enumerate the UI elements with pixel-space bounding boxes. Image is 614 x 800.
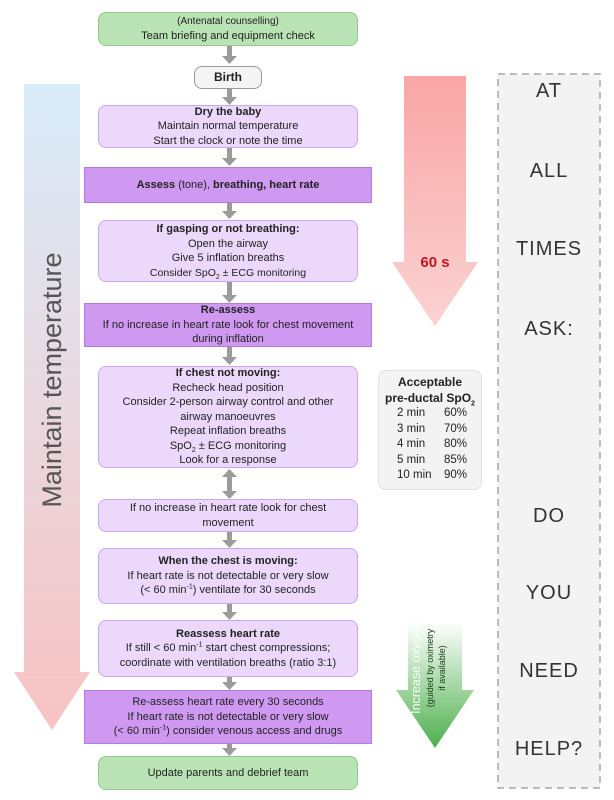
ask-word-help: HELP? xyxy=(514,738,584,760)
spo2-time: 3 min xyxy=(397,422,426,435)
reassess-heart-rate-line: coordinate with ventilation breaths (rat… xyxy=(119,656,337,669)
antenatal-counselling-text: (Antenatal counselling) xyxy=(177,15,279,27)
chest-not-moving-line: Consider 2-person airway control and oth… xyxy=(122,396,334,409)
spo2-title-line2: pre-ductal SpO2 xyxy=(385,391,475,408)
increase-oxygen-sub2: if available) xyxy=(437,645,447,691)
spo2-row: 3 min 70% xyxy=(379,422,481,438)
chest-moving-line: If heart rate is not detectable or very … xyxy=(127,569,329,582)
ask-word-at: AT xyxy=(535,80,563,102)
increase-oxygen-arrow xyxy=(396,622,474,748)
reassess-heart-rate-line: If still < 60 min-1 start chest compress… xyxy=(125,641,331,655)
spo2-time: 2 min xyxy=(397,407,426,419)
spo2-row: 5 min 85% xyxy=(379,453,481,469)
ask-word-you: YOU xyxy=(525,582,573,604)
spo2-time: 10 min xyxy=(397,469,432,481)
every-30-line: If heart rate is not detectable or very … xyxy=(127,710,329,723)
maintain-temperature-arrow xyxy=(14,84,90,730)
spo2-value: 60% xyxy=(443,407,467,419)
chest-response-line: Look for a response xyxy=(179,454,277,467)
dry-baby-line: Maintain normal temperature xyxy=(157,120,299,133)
every-30-line: (< 60 min-1) consider venous access and … xyxy=(113,724,343,738)
dry-baby-title: Dry the baby xyxy=(194,105,262,118)
ask-word-times: TIMES xyxy=(515,238,583,260)
chest-moving-title: When the chest is moving: xyxy=(158,555,298,568)
flow-connectors xyxy=(222,45,237,756)
spo2-value: 85% xyxy=(443,453,467,466)
reassess-box: Re-assess If no increase in heart rate l… xyxy=(84,303,372,347)
chest-not-moving-title: If chest not moving: xyxy=(175,367,281,380)
reassess-line: If no increase in heart rate look for ch… xyxy=(102,318,354,331)
chest-moving-line: (< 60 min-1) ventilate for 30 seconds xyxy=(140,583,316,597)
increase-oxygen-main: Increase oxygen xyxy=(409,622,423,714)
spo2-row: 4 min 80% xyxy=(379,437,481,453)
increase-oxygen-label: Increase oxygen (guided by oximetry if a… xyxy=(408,588,464,748)
ask-dashed-box xyxy=(497,73,601,789)
gasping-line: Open the airway xyxy=(187,237,269,250)
chest-not-moving-line: Recheck head position xyxy=(172,381,284,394)
increase-oxygen-sub1: (guided by oximetry xyxy=(425,628,435,708)
update-parents-box: Update parents and debrief team xyxy=(98,756,358,790)
spo2-time: 4 min xyxy=(397,438,426,450)
ask-word-do: DO xyxy=(533,505,565,527)
team-briefing-text: Team briefing and equipment check xyxy=(141,30,315,42)
dry-baby-line: Start the clock or note the time xyxy=(153,134,303,147)
gasping-line: Give 5 inflation breaths xyxy=(171,252,285,264)
sixty-seconds-arrow xyxy=(392,76,478,326)
every-30-line: Re-assess heart rate every 30 seconds xyxy=(132,696,324,709)
gasping-title: If gasping or not breathing: xyxy=(156,223,300,235)
spo2-row: 10 min 90% xyxy=(379,468,481,484)
spo2-row: 2 min 60% xyxy=(379,406,481,422)
spo2-title-line1: Acceptable xyxy=(397,375,463,389)
maintain-temperature-label: Maintain temperature xyxy=(37,252,67,508)
spo2-time: 5 min xyxy=(397,453,426,466)
spo2-value: 70% xyxy=(443,422,467,435)
assess-box: Assess (tone), breathing, heart rate xyxy=(84,167,372,203)
reassess-heart-rate-title: Reassess heart rate xyxy=(176,627,280,640)
update-parents-text: Update parents and debrief team xyxy=(147,766,309,779)
chest-moving-box: When the chest is moving: If heart rate … xyxy=(98,548,358,604)
reassess-title: Re-assess xyxy=(200,304,256,317)
sixty-seconds-label: 60 s xyxy=(420,254,450,271)
ask-word-all: ALL xyxy=(529,160,569,182)
assess-text: Assess (tone), breathing, heart rate xyxy=(136,178,320,191)
no-increase-line: movement xyxy=(202,516,254,529)
every-30-seconds-box: Re-assess heart rate every 30 seconds If… xyxy=(84,690,372,744)
spo2-value: 80% xyxy=(443,438,467,450)
gasping-box: If gasping or not breathing: Open the ai… xyxy=(98,220,358,282)
birth-box: Birth xyxy=(194,66,262,89)
ask-word-ask: ASK: xyxy=(524,318,574,340)
no-increase-box: If no increase in heart rate look for ch… xyxy=(98,499,358,532)
chest-monitor-line: SpO2 ± ECG monitoring xyxy=(169,439,287,454)
reassess-heart-rate-box: Reassess heart rate If still < 60 min-1 … xyxy=(98,620,358,677)
antenatal-briefing-box: (Antenatal counselling) Team briefing an… xyxy=(98,12,358,46)
spo2-table: Acceptable pre-ductal SpO2 2 min 60% 3 mi… xyxy=(378,370,482,490)
chest-not-moving-box: If chest not moving: Recheck head positi… xyxy=(98,366,358,468)
no-increase-line: If no increase in heart rate look for ch… xyxy=(129,502,327,514)
gasping-monitor-line: Consider SpO2 ± ECG monitoring xyxy=(149,266,307,281)
chest-not-moving-line: airway manoeuvres xyxy=(180,410,276,423)
ask-word-need: NEED xyxy=(519,660,579,682)
dry-baby-box: Dry the baby Maintain normal temperature… xyxy=(98,105,358,148)
chest-not-moving-line: Repeat inflation breaths xyxy=(169,425,287,438)
spo2-value: 90% xyxy=(443,469,467,481)
reassess-line: during inflation xyxy=(192,333,264,346)
